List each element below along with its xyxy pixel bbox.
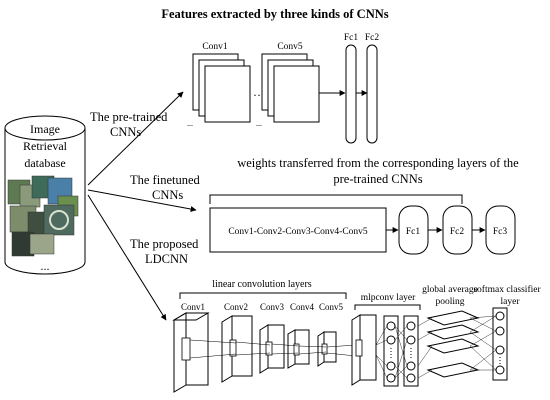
mlpconv-block [351,314,419,387]
ldcnn-conv4-block [287,329,310,369]
ldcnn-conv1-label: Conv1 [181,302,205,312]
conv5-small-dots: ... [256,119,262,128]
pretrained-label-line2: CNNs [110,125,141,139]
mlpconv-bracket [354,304,421,310]
ldcnn-network: linear convolution layers Conv1 Conv2 Co… [172,279,541,393]
finetuned-fc3-label: Fc3 [493,227,508,237]
ldcnn-conv5-block [317,331,337,367]
pretrained-fc1-label: Fc1 [344,33,359,43]
pretrained-conv1-label: Conv1 [202,42,228,52]
db-label-line2: Retrieval [23,139,68,153]
linear-conv-bracket [179,292,347,299]
pretrained-conv5-label: Conv5 [277,42,303,52]
image-retrieval-database: Image Retrieval database ... [4,115,86,275]
conv1-small-dots: ... [187,119,193,128]
ldcnn-label-line1: The proposed [130,237,199,251]
arrow-to-finetuned [87,189,197,212]
conv5-map-front [273,65,320,123]
finetuned-fc2-label: Fc2 [450,227,465,237]
ldcnn-connections [189,339,357,359]
finetuned-label-line2: CNNs [152,188,183,202]
pretrained-fc1-bar [345,44,357,144]
transfer-note-line1: weights transferred from the correspondi… [237,156,519,170]
finetuned-network: weights transferred from the correspondi… [209,156,519,255]
arrow-to-pretrained [87,91,184,186]
conv1-map-front [204,65,251,123]
db-label-line3: database [24,156,65,170]
transfer-bracket [209,194,463,204]
finetuned-conv-block [209,207,387,253]
db-label-line1: Image [30,122,60,136]
linear-conv-label: linear convolution layers [212,279,312,290]
transfer-note-line2: pre-trained CNNs [333,172,422,186]
pretrained-network: Conv1 ... … Conv5 ... Fc1 Fc2 [187,33,380,144]
mlpconv-label: mlpconv layer [361,293,416,303]
gap-label-line2: pooling [435,297,464,307]
ldcnn-conv5-label: Conv5 [319,302,344,312]
gap-maps [417,310,480,379]
ldcnn-conv3-label: Conv3 [260,302,285,312]
finetuned-fc3-node [485,205,516,255]
finetuned-label-line1: The finetuned [130,173,201,187]
softmax-label-line2: layer [501,297,521,307]
ldcnn-conv1-block [172,312,210,393]
softmax-label-line1: softmax classifier [473,284,541,295]
gap-label-line1: global average [422,285,478,295]
ldcnn-label-line2: LDCNN [145,252,188,266]
ldcnn-conv2-label: Conv2 [224,302,248,312]
ldcnn-conv3-block [259,324,285,374]
arrow-to-ldcnn [87,194,167,321]
ldcnn-conv2-block [221,315,253,383]
softmax-layer [469,307,508,381]
ldcnn-conv4-label: Conv4 [290,302,315,312]
finetuned-fc1-label: Fc1 [406,227,421,237]
pretrained-fc2-bar [366,44,378,144]
db-thumbnails [7,175,79,257]
finetuned-conv-block-label: Conv1-Conv2-Conv3-Conv4-Conv5 [228,227,368,237]
figure-title: Features extracted by three kinds of CNN… [161,7,388,21]
pretrained-fc2-label: Fc2 [365,33,380,43]
db-ellipsis: ... [41,259,50,273]
pretrained-label-line1: The pre-trained [90,110,168,124]
